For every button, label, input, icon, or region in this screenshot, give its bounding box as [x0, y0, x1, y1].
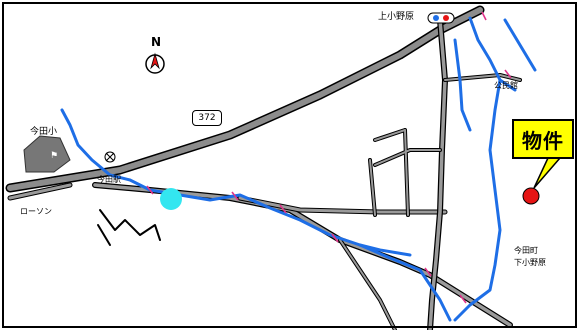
school-icon: ⚑: [50, 151, 58, 161]
label-lawson: ローソン: [20, 207, 52, 216]
north-label: N: [151, 35, 162, 49]
main-road: [5, 5, 485, 193]
lower-road: [92, 182, 513, 328]
label-community-hall: 公民館: [494, 81, 518, 90]
label-town-line2: 下小野原: [514, 258, 546, 267]
property-marker-icon: [522, 187, 540, 205]
bridges: [146, 11, 512, 304]
route-372-sign: 372: [192, 110, 222, 126]
river-west: [60, 108, 452, 322]
school-building: [23, 135, 71, 173]
current-location-icon: [160, 188, 182, 210]
label-station-top: 上小野原: [378, 12, 415, 22]
station-icon: [427, 12, 455, 24]
police-box-icon: [104, 151, 116, 163]
north-arrow-icon: [145, 52, 165, 74]
label-town-line1: 今田町: [514, 246, 538, 255]
callout-pointer: [533, 157, 562, 189]
road-network: [5, 5, 522, 330]
label-imada-station: 今田駅: [97, 175, 121, 184]
river-network: [60, 16, 537, 322]
property-callout: 物件: [512, 119, 574, 159]
label-school: 今田小: [30, 127, 58, 137]
river-east: [453, 16, 502, 322]
